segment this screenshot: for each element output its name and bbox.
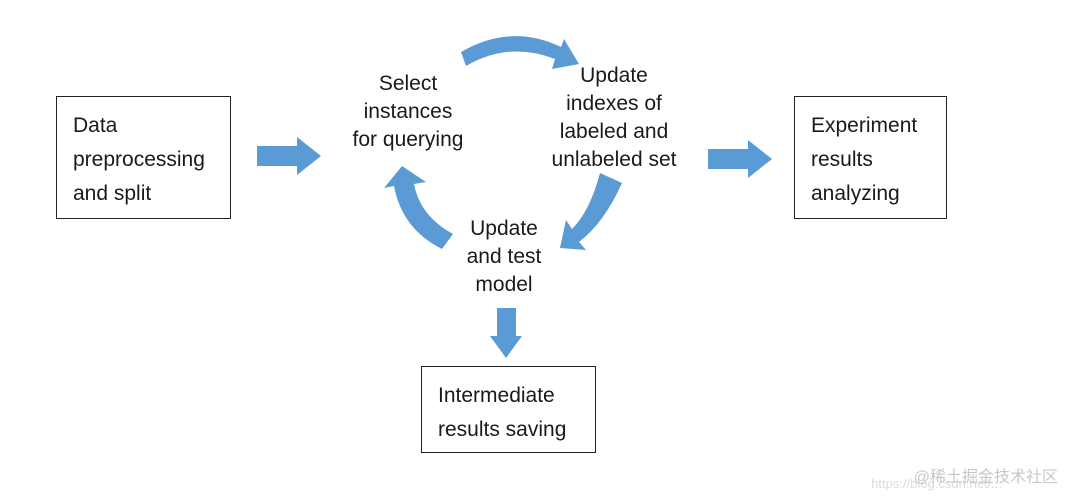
update-indexes-line-3: labeled and xyxy=(559,120,669,143)
select-instances-line-3: for querying xyxy=(352,128,464,151)
arrow-down-icon xyxy=(490,308,522,358)
data-preprocessing-line-1: Data xyxy=(73,114,118,137)
experiment-results-line-2: results xyxy=(811,148,873,171)
intermediate-results-line-2: results saving xyxy=(438,418,567,441)
select-instances-text: Select instances for querying xyxy=(353,70,464,154)
update-model-text: Update and test model xyxy=(467,215,542,299)
arrow-right-icon xyxy=(708,140,772,178)
update-model-line-2: and test xyxy=(466,245,542,268)
experiment-results-line-3: analyzing xyxy=(811,182,900,205)
experiment-results-line-1: Experiment xyxy=(811,114,918,137)
update-model-line-1: Update xyxy=(470,217,538,240)
update-indexes-line-4: unlabeled set xyxy=(551,148,677,171)
select-instances-line-1: Select xyxy=(378,72,438,95)
intermediate-results-box: Intermediate results saving xyxy=(421,366,596,453)
curved-arrow-left-icon xyxy=(384,166,453,249)
watermark-url: https://blog.csdn.net/... xyxy=(871,476,1002,491)
update-indexes-line-2: indexes of xyxy=(566,92,662,115)
arrow-right-icon xyxy=(257,137,321,175)
watermark: @稀土掘金技术社区 xyxy=(913,469,1058,486)
data-preprocessing-line-2: preprocessing xyxy=(73,148,205,171)
update-indexes-text: Update indexes of labeled and unlabeled … xyxy=(552,62,677,174)
data-preprocessing-line-3: and split xyxy=(73,182,152,205)
curved-arrow-right-icon xyxy=(560,173,622,250)
select-instances-line-2: instances xyxy=(363,100,453,123)
intermediate-results-line-1: Intermediate xyxy=(438,384,555,407)
experiment-results-box: Experiment results analyzing xyxy=(794,96,947,219)
data-preprocessing-box: Data preprocessing and split xyxy=(56,96,231,219)
update-model-line-3: model xyxy=(475,273,533,296)
curved-arrow-top-icon xyxy=(461,36,579,69)
update-indexes-line-1: Update xyxy=(580,64,648,87)
